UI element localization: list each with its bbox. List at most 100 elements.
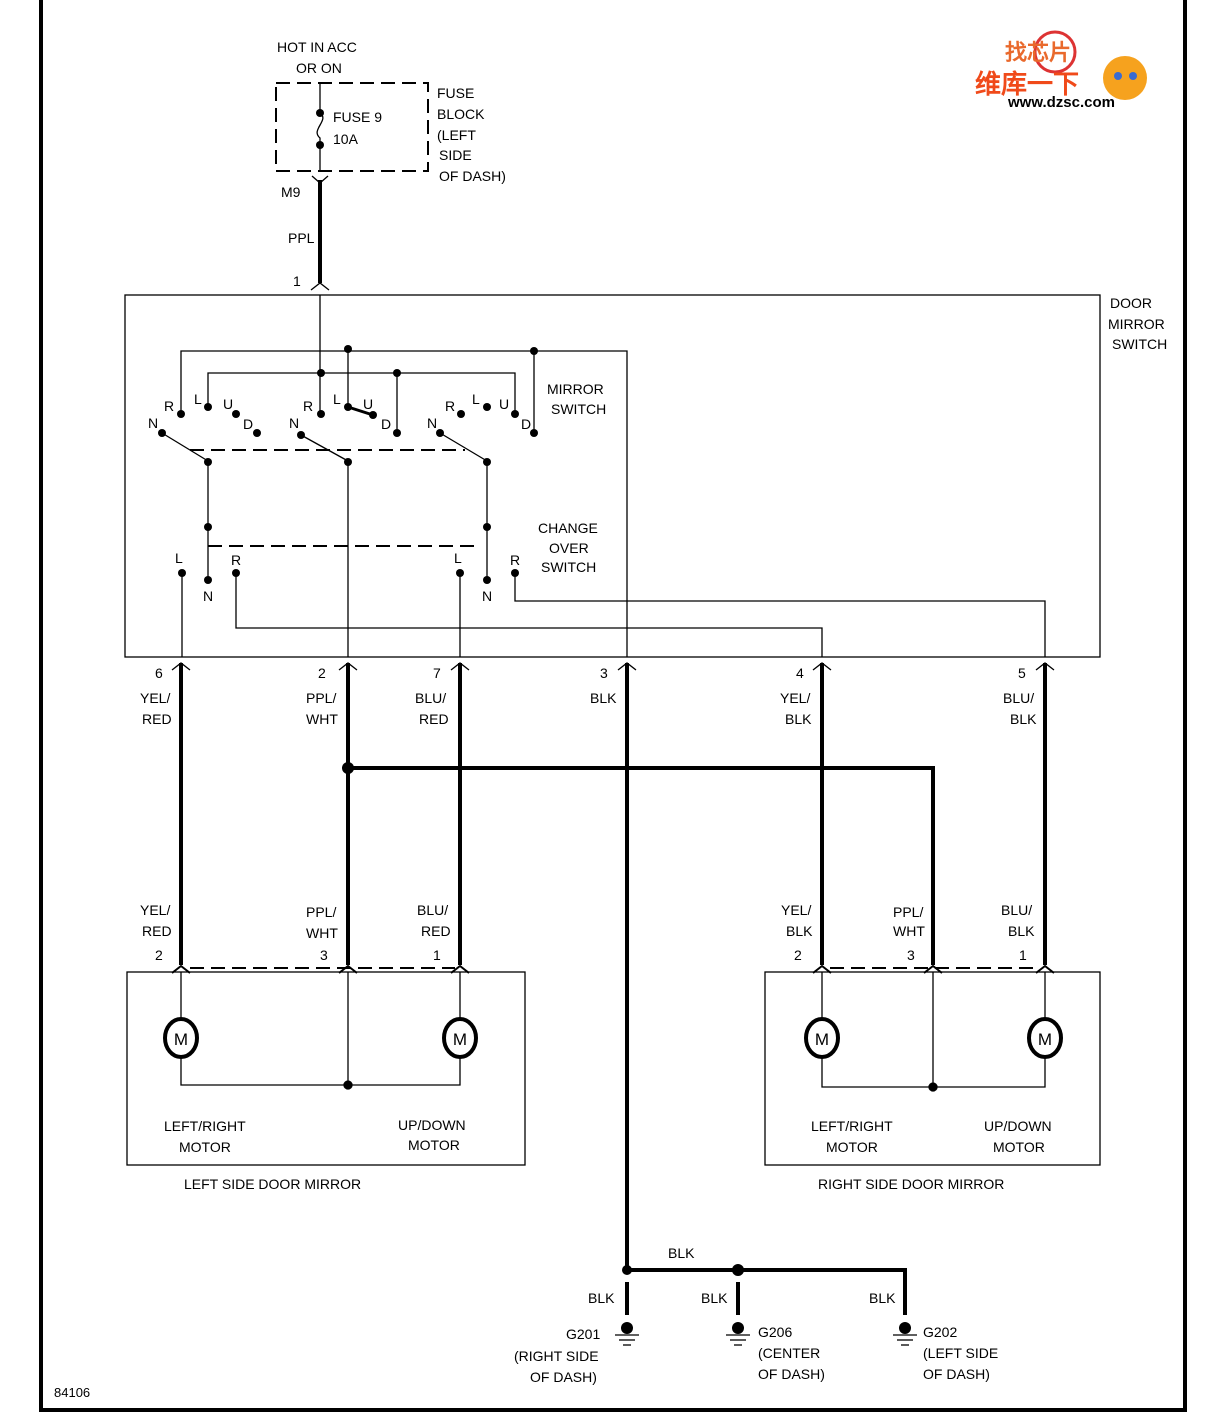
svg-text:(LEFT SIDE: (LEFT SIDE (923, 1345, 998, 1361)
motor-label: UP/DOWN (398, 1117, 466, 1133)
mirror-switch-label: MIRROR (547, 381, 604, 397)
svg-text:G201: G201 (566, 1326, 600, 1342)
svg-text:1: 1 (1019, 947, 1027, 963)
svg-text:5: 5 (1018, 665, 1026, 681)
svg-text:(RIGHT SIDE: (RIGHT SIDE (514, 1348, 599, 1364)
svg-text:YEL/: YEL/ (140, 690, 170, 706)
svg-text:BLK: BLK (1008, 923, 1035, 939)
motor-label: MOTOR (179, 1139, 231, 1155)
svg-text:M: M (174, 1030, 188, 1049)
ground-wiring: BLK BLK BLK BLK (588, 1245, 907, 1315)
right-mirror-internal (812, 964, 1055, 1092)
svg-text:N: N (148, 415, 158, 431)
fuse-block-label: (LEFT (437, 127, 476, 143)
left-door-mirror-box (126, 971, 526, 1166)
svg-text:N: N (427, 415, 437, 431)
motor-label: MOTOR (826, 1139, 878, 1155)
svg-text:www.dzsc.com: www.dzsc.com (1007, 94, 1115, 111)
svg-text:找芯片: 找芯片 (1005, 40, 1071, 65)
svg-text:N: N (482, 588, 492, 604)
svg-text:PPL/: PPL/ (893, 904, 923, 920)
svg-text:3: 3 (600, 665, 608, 681)
svg-text:BLK: BLK (786, 923, 813, 939)
svg-text:WHT: WHT (893, 923, 925, 939)
fuse-block-label: BLOCK (437, 106, 485, 122)
svg-text:M: M (815, 1030, 829, 1049)
svg-text:3: 3 (320, 947, 328, 963)
svg-text:U: U (223, 396, 233, 412)
svg-text:YEL/: YEL/ (140, 902, 170, 918)
motor-label: LEFT/RIGHT (811, 1118, 893, 1134)
watermark-logo: 找芯片 维库一下 www.dzsc.com (975, 30, 1147, 111)
svg-text:M: M (453, 1030, 467, 1049)
svg-text:R: R (231, 552, 241, 568)
svg-text:M: M (1038, 1030, 1052, 1049)
frame (39, 0, 1187, 1412)
door-mirror-switch-label: DOOR (1110, 295, 1152, 311)
changeover-switch-label: CHANGE (538, 520, 598, 536)
svg-text:BLU/: BLU/ (417, 902, 448, 918)
svg-text:U: U (363, 396, 373, 412)
svg-text:R: R (303, 398, 313, 414)
svg-text:YEL/: YEL/ (781, 902, 811, 918)
svg-text:N: N (289, 415, 299, 431)
ground-icon (615, 1322, 639, 1346)
changeover-switch-label: SWITCH (541, 559, 596, 575)
fuse-block-outline (275, 82, 429, 172)
svg-text:D: D (243, 416, 253, 432)
svg-text:BLK: BLK (668, 1245, 695, 1261)
svg-text:OF DASH): OF DASH) (758, 1366, 825, 1382)
svg-text:4: 4 (796, 665, 804, 681)
motor-icon: M (163, 1017, 199, 1059)
door-mirror-switch-box (124, 294, 1101, 658)
power-label: HOT IN ACC (277, 39, 357, 55)
left-mirror-internal (171, 964, 470, 1090)
motor-label: UP/DOWN (984, 1118, 1052, 1134)
fuse-rating: 10A (333, 131, 359, 147)
svg-text:(CENTER: (CENTER (758, 1345, 820, 1361)
svg-text:OF DASH): OF DASH) (530, 1369, 597, 1385)
motor-label: MOTOR (408, 1137, 460, 1153)
ground-icon (726, 1322, 750, 1346)
svg-text:RED: RED (142, 923, 172, 939)
right-mirror-title: RIGHT SIDE DOOR MIRROR (818, 1176, 1004, 1192)
left-mirror-title: LEFT SIDE DOOR MIRROR (184, 1176, 361, 1192)
mirror-switch-label: SWITCH (551, 401, 606, 417)
svg-text:D: D (381, 416, 391, 432)
svg-text:RED: RED (421, 923, 451, 939)
svg-text:BLK: BLK (588, 1290, 615, 1306)
svg-text:BLK: BLK (785, 711, 812, 727)
motor-icon: M (442, 1017, 478, 1059)
svg-text:BLU/: BLU/ (1003, 690, 1034, 706)
svg-text:RED: RED (419, 711, 449, 727)
motor-icon: M (804, 1017, 840, 1059)
power-label-2: OR ON (296, 60, 342, 76)
svg-text:L: L (333, 391, 341, 407)
svg-text:BLK: BLK (1010, 711, 1037, 727)
svg-text:PPL/: PPL/ (306, 690, 336, 706)
figure-id: 84106 (54, 1385, 90, 1400)
fuse-symbol (311, 83, 329, 184)
svg-text:7: 7 (433, 665, 441, 681)
fuse-block-label: SIDE (439, 147, 472, 163)
svg-text:R: R (445, 398, 455, 414)
svg-text:BLK: BLK (701, 1290, 728, 1306)
fuse-block-label: FUSE (437, 85, 474, 101)
svg-text:维库一下: 维库一下 (975, 69, 1079, 99)
connector-m9: M9 (281, 184, 301, 200)
svg-text:R: R (164, 398, 174, 414)
svg-text:2: 2 (318, 665, 326, 681)
svg-text:R: R (510, 552, 520, 568)
svg-text:1: 1 (433, 947, 441, 963)
svg-text:YEL/: YEL/ (780, 690, 810, 706)
fuse-name: FUSE 9 (333, 109, 382, 125)
